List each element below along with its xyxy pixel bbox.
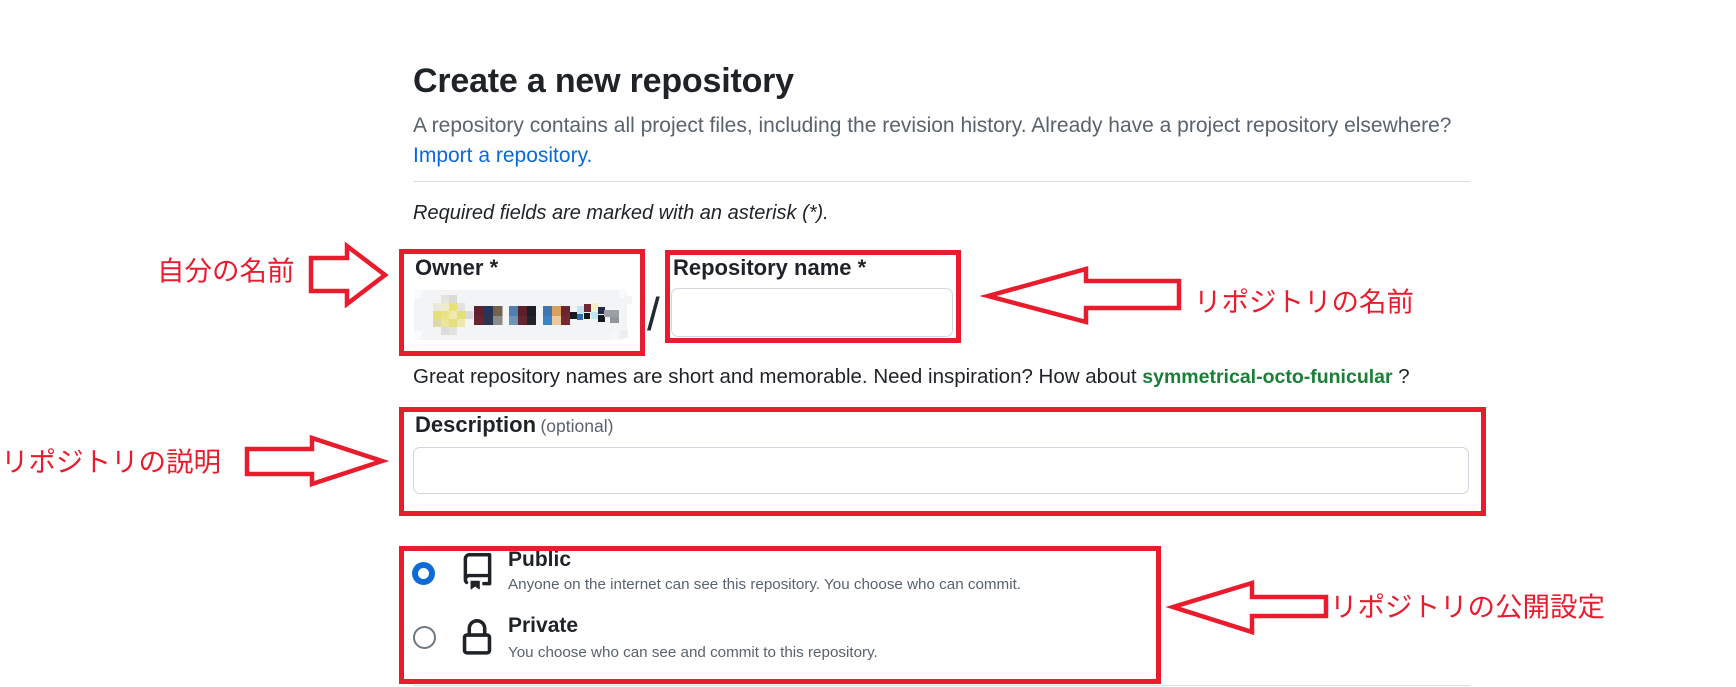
arrow-right-description-icon bbox=[244, 434, 390, 488]
arrow-right-owner-icon bbox=[308, 241, 389, 309]
private-option-label[interactable]: Private bbox=[508, 614, 579, 637]
suggested-repo-name[interactable]: symmetrical-octo-funicular bbox=[1142, 366, 1393, 388]
annotation-text-visibility bbox=[1335, 593, 1604, 619]
owner-avatar-username-mosaic bbox=[414, 290, 632, 340]
owner-repo-separator: / bbox=[647, 288, 660, 340]
arrow-left-repo-name-icon bbox=[979, 266, 1182, 325]
owner-required-asterisk: * bbox=[489, 255, 499, 280]
annotation-text-owner bbox=[161, 257, 293, 284]
owner-label-text: Owner bbox=[415, 255, 484, 280]
repo-required-asterisk: * bbox=[857, 255, 867, 280]
bottom-divider bbox=[413, 685, 1470, 686]
public-option-label[interactable]: Public bbox=[508, 548, 572, 571]
arrow-left-visibility-icon bbox=[1165, 579, 1329, 636]
description-input[interactable] bbox=[413, 447, 1469, 494]
owner-label: Owner * bbox=[415, 257, 498, 279]
annotation-rect-owner bbox=[399, 249, 645, 356]
annotation-rect-visibility bbox=[399, 546, 1161, 684]
page-subtitle: A repository contains all project files,… bbox=[413, 114, 1452, 137]
annotation-rect-repo-name bbox=[665, 250, 961, 343]
annotation-text-description bbox=[6, 447, 219, 474]
description-label: Description bbox=[415, 412, 537, 437]
description-label-row: Description (optional) bbox=[415, 414, 613, 436]
header-divider bbox=[413, 181, 1470, 182]
description-optional-note: (optional) bbox=[540, 416, 614, 436]
repo-name-hint-suffix: ? bbox=[1392, 365, 1410, 388]
owner-select-button[interactable] bbox=[414, 290, 632, 340]
repo-book-icon bbox=[463, 553, 492, 590]
public-radio[interactable] bbox=[412, 562, 435, 585]
repo-name-label-text: Repository name bbox=[673, 255, 852, 280]
required-fields-note: Required fields are marked with an aster… bbox=[413, 202, 829, 224]
private-option-description: You choose who can see and commit to thi… bbox=[508, 644, 878, 661]
repository-name-label: Repository name * bbox=[673, 257, 866, 279]
annotation-text-repo-name bbox=[1199, 287, 1413, 314]
page-title: Create a new repository bbox=[413, 62, 794, 100]
repository-name-input[interactable] bbox=[671, 288, 953, 337]
lock-icon bbox=[462, 619, 492, 655]
public-option-description: Anyone on the internet can see this repo… bbox=[508, 576, 1022, 593]
annotation-rect-description bbox=[399, 407, 1486, 516]
import-repository-link[interactable]: Import a repository. bbox=[413, 144, 593, 167]
repo-name-suggestion-line: Great repository names are short and mem… bbox=[413, 365, 1410, 388]
private-radio[interactable] bbox=[413, 626, 436, 649]
repo-name-hint-prefix: Great repository names are short and mem… bbox=[413, 365, 1143, 388]
